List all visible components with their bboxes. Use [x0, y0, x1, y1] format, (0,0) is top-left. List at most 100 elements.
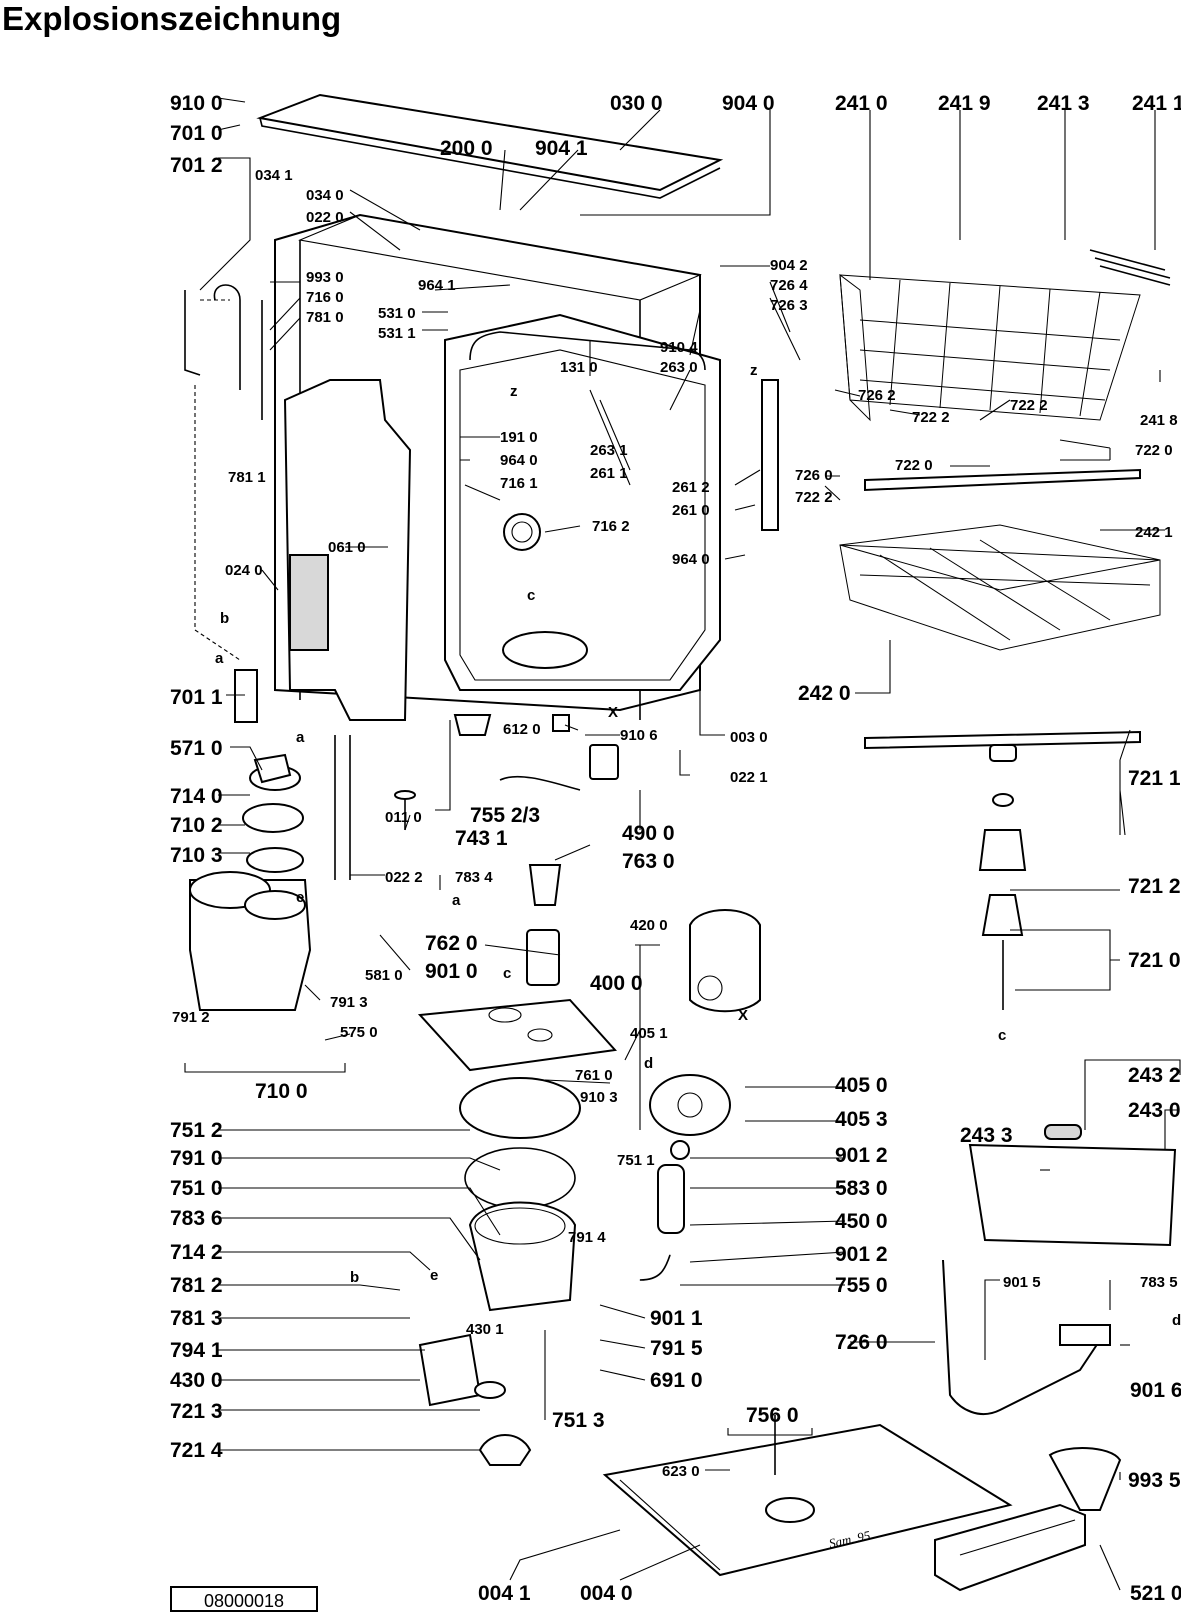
leader-lines	[184, 97, 1181, 1591]
label-910-6: 910 6	[620, 727, 658, 744]
sump	[468, 1201, 577, 1312]
label-241-8: 241 8	[1140, 412, 1178, 429]
worktop	[256, 93, 724, 192]
label-710-0: 710 0	[255, 1080, 308, 1103]
hub-ring	[989, 744, 1017, 762]
label-420-0: 420 0	[630, 917, 668, 934]
label-751-3: 751 3	[552, 1409, 605, 1432]
marker-x: X	[738, 1007, 748, 1024]
label-904-0: 904 0	[722, 92, 775, 115]
label-964-0a: 964 0	[500, 452, 538, 469]
label-901-2a: 901 2	[835, 1144, 888, 1167]
label-243-0: 243 0	[1128, 1099, 1181, 1122]
spray-inlet	[503, 513, 541, 551]
label-722-2a: 722 2	[912, 409, 950, 426]
label-722-0a: 722 0	[1135, 442, 1173, 459]
label-710-2: 710 2	[170, 814, 223, 837]
sump-opening	[502, 631, 588, 669]
label-751-2: 751 2	[170, 1119, 223, 1142]
label-726-0a: 726 0	[795, 467, 833, 484]
label-993-0: 993 0	[306, 269, 344, 286]
label-263-0: 263 0	[660, 359, 698, 376]
filter-cylinder	[526, 929, 560, 986]
filter-plate	[417, 998, 618, 1072]
label-794-1: 794 1	[170, 1339, 223, 1362]
label-761-0: 761 0	[575, 1067, 613, 1084]
label-531-0: 531 0	[378, 305, 416, 322]
lower-basket	[839, 524, 1161, 651]
label-191-0: 191 0	[500, 429, 538, 446]
softener-seal	[246, 847, 304, 873]
label-781-2: 781 2	[170, 1274, 223, 1297]
fine-filter	[528, 864, 562, 906]
power-cord	[499, 775, 581, 791]
label-430-1: 430 1	[466, 1321, 504, 1338]
label-714-2: 714 2	[170, 1241, 223, 1264]
label-910-0: 910 0	[170, 92, 223, 115]
label-993-5: 993 5	[1128, 1469, 1181, 1492]
spray-pipe	[942, 1259, 1101, 1415]
page-title: Explosionszeichnung	[2, 0, 342, 37]
label-701-1: 701 1	[170, 686, 223, 709]
heater	[657, 1164, 685, 1234]
label-030-0: 030 0	[610, 92, 663, 115]
label-722-2c: 722 2	[795, 489, 833, 506]
marker-e: e	[430, 1267, 438, 1284]
lower-spray-arm	[864, 730, 1141, 750]
marker-a: a	[296, 729, 305, 746]
label-910-4: 910 4	[660, 339, 698, 356]
label-721-1: 721 1	[1128, 767, 1181, 790]
label-781-1: 781 1	[228, 469, 266, 486]
label-901-6: 901 6	[1130, 1379, 1181, 1402]
marker-a: a	[215, 650, 224, 667]
marker-e: e	[296, 889, 304, 906]
label-612-0: 612 0	[503, 721, 541, 738]
hub-bearing	[978, 829, 1027, 871]
label-726-3: 726 3	[770, 297, 808, 314]
label-716-0: 716 0	[306, 289, 344, 306]
label-131-0: 131 0	[560, 359, 598, 376]
label-003-0: 003 0	[730, 729, 768, 746]
label-901-2b: 901 2	[835, 1243, 888, 1266]
label-716-1: 716 1	[500, 475, 538, 492]
base-plate	[602, 1423, 1013, 1577]
label-722-2b: 722 2	[1010, 397, 1048, 414]
label-751-1: 751 1	[617, 1152, 655, 1169]
label-726-0b: 726 0	[835, 1331, 888, 1354]
label-726-4: 726 4	[770, 277, 808, 294]
marker-z: z	[510, 383, 518, 400]
label-450-0: 450 0	[835, 1210, 888, 1233]
label-701-0: 701 0	[170, 122, 223, 145]
label-901-1: 901 1	[650, 1307, 703, 1330]
marker-c: c	[527, 587, 535, 604]
base-float	[765, 1497, 815, 1523]
label-243-2: 243 2	[1128, 1064, 1181, 1087]
label-710-3: 710 3	[170, 844, 223, 867]
label-490-0: 490 0	[622, 822, 675, 845]
connection-markers: a b a z z c X a e c c d X b e d	[215, 362, 1181, 1329]
label-034-1: 034 1	[255, 167, 293, 184]
label-263-1: 263 1	[590, 442, 628, 459]
label-261-1: 261 1	[590, 465, 628, 482]
label-783-5: 783 5	[1140, 1274, 1178, 1291]
label-791-2: 791 2	[172, 1009, 210, 1026]
sump-gasket	[459, 1077, 581, 1139]
label-691-0: 691 0	[650, 1369, 703, 1392]
label-743-1: 743 1	[455, 827, 508, 850]
marker-d: d	[1172, 1312, 1181, 1329]
pump-foot	[478, 1434, 532, 1466]
marker-c: c	[998, 1027, 1006, 1044]
upper-spray-arm	[864, 468, 1141, 492]
upper-basket	[839, 273, 1141, 422]
label-791-0: 791 0	[170, 1147, 223, 1170]
pump-housing	[649, 1074, 731, 1136]
marker-d: d	[644, 1055, 653, 1072]
hub-spindle	[981, 894, 1024, 936]
label-571-0: 571 0	[170, 737, 223, 760]
label-261-0: 261 0	[672, 502, 710, 519]
label-726-2: 726 2	[858, 387, 896, 404]
label-583-0: 583 0	[835, 1177, 888, 1200]
marker-x: X	[608, 704, 618, 721]
label-242-1: 242 1	[1135, 524, 1173, 541]
label-241-9: 241 9	[938, 92, 991, 115]
